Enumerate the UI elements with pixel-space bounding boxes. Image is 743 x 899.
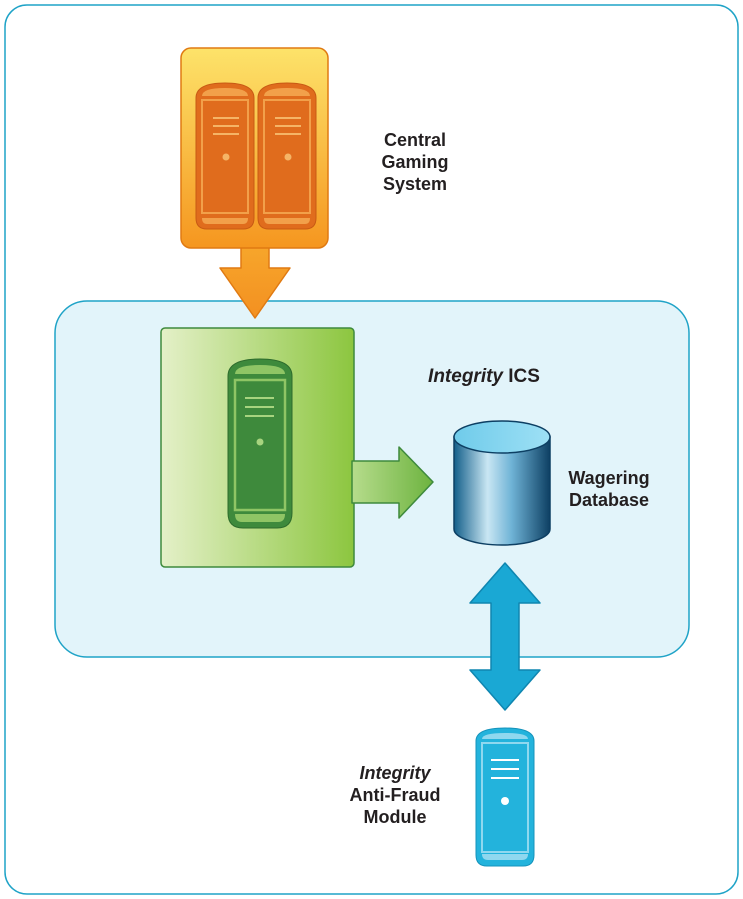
- wagering-database-line1: Wagering: [568, 468, 650, 488]
- orange-down-arrow: [219, 245, 291, 319]
- green-right-arrow: [351, 446, 434, 519]
- wagering-database-label: Wagering Database: [554, 467, 664, 511]
- anti-fraud-line2: Anti-Fraud: [349, 785, 441, 805]
- wagering-database-line2: Database: [568, 490, 650, 510]
- central-gaming-label: Central Gaming System: [340, 129, 490, 195]
- server-tower-icon: [227, 358, 293, 529]
- anti-fraud-line1: Integrity: [359, 763, 431, 783]
- anti-fraud-label: Integrity Anti-Fraud Module: [330, 762, 460, 828]
- twin-server-tower-icon: [195, 82, 317, 230]
- central-gaming-line3: System: [382, 174, 448, 194]
- blue-double-arrow: [469, 562, 541, 711]
- database-cylinder-icon: [453, 420, 551, 546]
- ics-title-rest: ICS: [503, 366, 540, 387]
- central-gaming-line2: Gaming: [381, 152, 449, 172]
- ics-title-italic: Integrity: [428, 366, 503, 387]
- central-gaming-line1: Central: [383, 130, 446, 150]
- anti-fraud-server-icon: [475, 727, 535, 867]
- anti-fraud-line3: Module: [363, 807, 427, 827]
- ics-title: Integrity ICS: [414, 366, 554, 388]
